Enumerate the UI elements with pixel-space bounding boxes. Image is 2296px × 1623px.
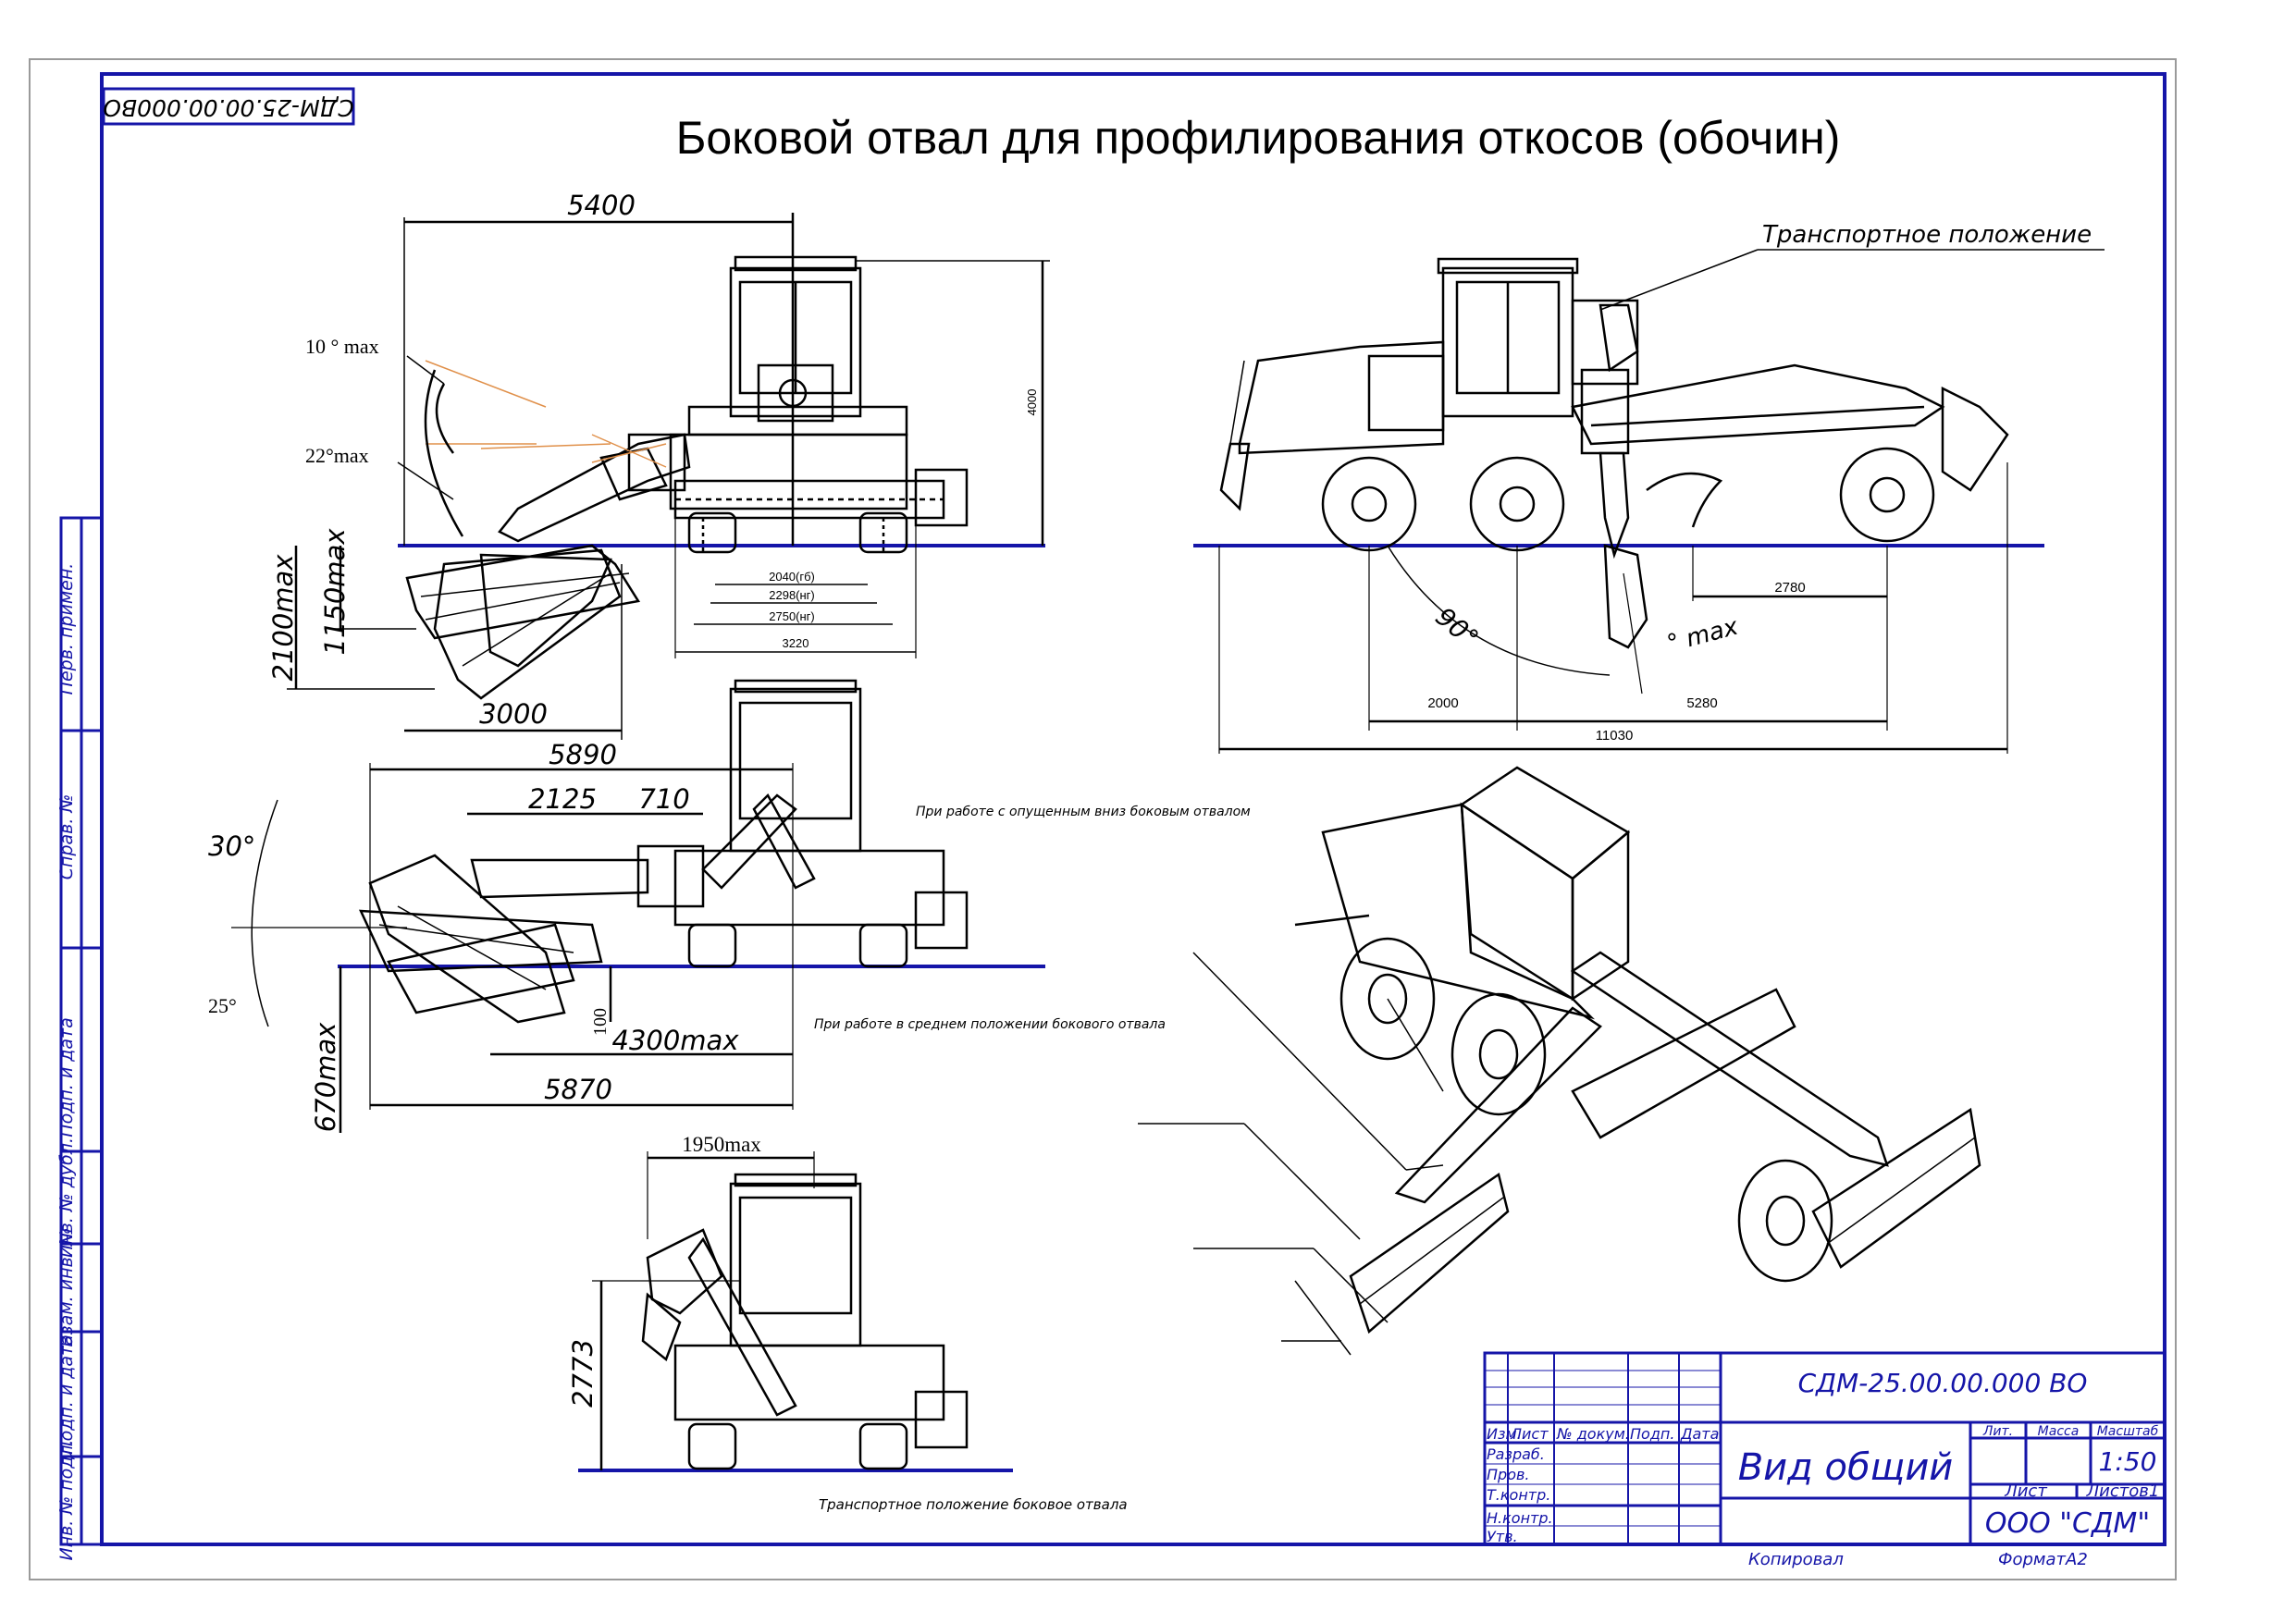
role-tcontrol: Т.контр. — [1487, 1486, 1550, 1504]
dim-5400: 5400 — [567, 190, 636, 221]
col-doc: № докум. — [1556, 1425, 1630, 1443]
format-label: ФорматА2 — [1998, 1550, 2088, 1569]
dim-5890: 5890 — [549, 739, 617, 770]
col-list: Лист — [1510, 1425, 1549, 1443]
title-block-doc-code: СДМ-25.00.00.000 ВО — [1798, 1368, 2088, 1398]
dim-3000: 3000 — [479, 698, 548, 730]
left-side-table — [59, 516, 104, 1546]
note-lowered-blade: При работе с опущенным вниз боковым отва… — [916, 805, 1251, 819]
role-checked: Пров. — [1487, 1466, 1530, 1483]
side-table-row-2: Справ. № — [56, 794, 77, 879]
company-name: ООО "СДМ" — [1985, 1507, 2150, 1540]
dim-2780: 2780 — [1774, 580, 1805, 596]
copied-label: Копировал — [1748, 1550, 1844, 1569]
transport-position-label: Транспортное положение — [1762, 221, 2092, 249]
note-middle-position: При работе в среднем положении бокового … — [814, 1017, 1166, 1032]
angle-22-max: 22°max — [305, 444, 369, 467]
dim-2000: 2000 — [1427, 695, 1458, 711]
front-view — [287, 213, 1050, 740]
side-table-row-7: Инв. № подл. — [56, 1439, 77, 1560]
role-developer: Разраб. — [1487, 1445, 1545, 1463]
dim-2125: 2125 — [528, 783, 597, 815]
role-ncontrol: Н.контр. — [1487, 1509, 1553, 1527]
dim-1950: 1950max — [682, 1133, 761, 1156]
side-table-row-1: Перв. примен. — [56, 563, 77, 695]
dim-2298: 2298(нг) — [769, 588, 815, 602]
dim-4000: 4000 — [1025, 389, 1039, 416]
header-lit: Лит. — [1982, 1424, 2013, 1439]
scale-value: 1:50 — [2099, 1446, 2157, 1477]
code-stamp-text: СДМ-25.00.00.000ВО — [103, 94, 353, 121]
dim-2040: 2040(гб) — [769, 570, 815, 584]
angle-30: 30° — [208, 830, 255, 862]
sheet-label: Лист — [2004, 1482, 2047, 1501]
dim-2750: 2750(нг) — [769, 609, 815, 623]
dim-5870: 5870 — [544, 1074, 612, 1105]
angle-max: ° max — [1664, 612, 1742, 658]
dim-710: 710 — [638, 783, 689, 815]
title-block-name: Вид общий — [1738, 1446, 1954, 1489]
angle-10-max: 10 ° max — [305, 335, 379, 358]
dim-11030: 11030 — [1596, 728, 1634, 744]
side-table-row-6: Подп. и дата — [56, 1334, 77, 1454]
dim-3220: 3220 — [783, 636, 809, 650]
angle-25: 25° — [208, 994, 237, 1017]
col-sign: Подп. — [1630, 1425, 1674, 1443]
col-izm: Изм. — [1487, 1425, 1522, 1443]
title-block — [1483, 1351, 2166, 1546]
isometric-view — [1138, 766, 1981, 1356]
sheets-count: Листов1 — [2086, 1482, 2160, 1501]
side-view — [1193, 249, 2105, 754]
side-table-row-4: Инв. № дубл. — [56, 1137, 77, 1258]
angle-90: 90° — [1430, 601, 1485, 654]
side-table-row-3: Подп. и дата — [56, 1017, 77, 1137]
middle-view — [231, 679, 1045, 1133]
note-transport-blade: Транспортное положение боковое отвала — [819, 1496, 1128, 1513]
header-scale: Масштаб — [2097, 1424, 2159, 1439]
side-table-row-5: Взам. инв. № — [56, 1227, 77, 1346]
dim-670: 670max — [310, 1022, 341, 1132]
role-approved: Утв. — [1487, 1528, 1518, 1545]
transport-view — [578, 1151, 1013, 1472]
dim-5280: 5280 — [1686, 695, 1717, 711]
dim-100: 100 — [590, 1008, 611, 1036]
col-date: Дата — [1680, 1425, 1719, 1443]
dim-1150: 1150max — [319, 528, 351, 656]
dim-4300: 4300max — [612, 1025, 740, 1056]
dim-2773: 2773 — [567, 1339, 599, 1408]
header-mass: Масса — [2038, 1424, 2080, 1439]
sheet-outer-border — [29, 58, 2177, 1580]
dim-2100: 2100max — [267, 554, 299, 682]
drawing-title: Боковой отвал для профилирования откосов… — [675, 112, 1841, 164]
code-stamp-box — [102, 87, 355, 126]
